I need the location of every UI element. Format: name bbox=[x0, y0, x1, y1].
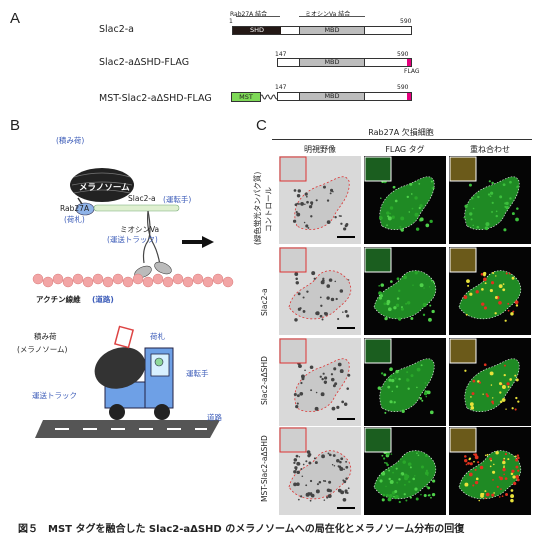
row-label-slac2a: Slac2-a bbox=[260, 288, 269, 316]
panel-c-letter: C bbox=[256, 117, 267, 134]
column-brightfield: 明視野像 bbox=[304, 145, 336, 154]
micrograph-brightfield-row3 bbox=[279, 338, 361, 426]
panel-c-header: Rab27A 欠損細胞 bbox=[368, 128, 434, 137]
label-melanosome: メラノソーム bbox=[79, 183, 130, 193]
label-rab27a: Rab27A bbox=[60, 204, 90, 213]
driver-icon bbox=[154, 357, 164, 367]
bracket-rab27a bbox=[236, 16, 280, 17]
mst-label: MST bbox=[239, 93, 253, 101]
micrograph-flag-row3 bbox=[364, 338, 446, 426]
header-rule bbox=[272, 139, 532, 140]
row-label-mst-slac2a-dshd-flag: MST-Slac2-aΔSHD-FLAG bbox=[99, 93, 212, 104]
truck-label-driver: 運転手 bbox=[186, 369, 209, 378]
figure-caption: 図５ MST タグを融合した Slac2-aΔSHD のメラノソームへの局在化と… bbox=[18, 524, 465, 535]
label-track: (運送トラック) bbox=[107, 235, 158, 244]
transport-model-diagram bbox=[32, 168, 234, 288]
label-actin: アクチン線維 bbox=[36, 295, 81, 304]
end-590-row3: 590 bbox=[397, 84, 409, 91]
micrograph-merge-row3 bbox=[449, 338, 531, 426]
flag-tag bbox=[407, 59, 411, 66]
label-tag: (荷札) bbox=[64, 215, 85, 224]
slac2a-shape bbox=[93, 204, 180, 212]
tag-icon bbox=[113, 325, 135, 349]
micrograph-brightfield-row2 bbox=[279, 247, 361, 335]
mbd-domain: MBD bbox=[299, 59, 365, 66]
construct-bar-slac2a: SHD MBD bbox=[232, 26, 412, 35]
micrograph-merge-row4 bbox=[449, 427, 531, 515]
row-label-slac2a-dshd-flag: Slac2-aΔSHD-FLAG bbox=[99, 57, 190, 68]
domain-header-rab27a: Rab27A 結合 bbox=[230, 11, 268, 18]
micrograph-flag-row4 bbox=[364, 427, 446, 515]
column-flag: FLAG タグ bbox=[385, 145, 425, 154]
construct-bar-mst-dshd-flag: MBD bbox=[277, 92, 412, 101]
actin-filament bbox=[32, 273, 234, 288]
mbd-label: MBD bbox=[324, 26, 340, 34]
scale-start: 1 bbox=[229, 18, 233, 25]
flag-tag bbox=[407, 93, 411, 100]
wheel-icon bbox=[109, 404, 125, 420]
construct-bar-dshd-flag: MBD bbox=[277, 58, 412, 67]
bracket-myosin bbox=[299, 16, 365, 17]
linker-coil-icon bbox=[260, 94, 278, 100]
flag-label: FLAG bbox=[404, 68, 420, 75]
column-merge: 重ね合わせ bbox=[470, 145, 510, 154]
micrograph-brightfield-row4 bbox=[279, 427, 361, 515]
mbd-label: MBD bbox=[324, 58, 340, 66]
row-label-mst-slac2a-dshd: MST-Slac2-aΔSHD bbox=[260, 435, 269, 502]
scale-end: 590 bbox=[400, 18, 412, 25]
panel-a-letter: A bbox=[10, 10, 21, 27]
row-label-slac2a: Slac2-a bbox=[99, 24, 135, 35]
micrograph-merge-row2 bbox=[449, 247, 531, 335]
melanosome-shape bbox=[70, 168, 134, 202]
micrograph-flag-row2 bbox=[364, 247, 446, 335]
label-road: (道路) bbox=[92, 295, 114, 304]
label-driver: (運転手) bbox=[163, 195, 192, 204]
truck-label-cargo: 積み荷 bbox=[34, 332, 57, 341]
mbd-domain: MBD bbox=[299, 93, 365, 100]
truck-label-track: 運送トラック bbox=[32, 391, 77, 400]
label-cargo: (積み荷) bbox=[56, 136, 85, 145]
wheel-icon bbox=[154, 404, 170, 420]
panel-b-letter: B bbox=[10, 117, 21, 134]
truck-label-cargo2: (メラノソーム) bbox=[17, 345, 68, 354]
cargo-melanosome bbox=[94, 347, 146, 389]
label-slac2a: Slac2-a bbox=[128, 194, 156, 203]
end-590-row2: 590 bbox=[397, 51, 409, 58]
micrograph-merge-row1 bbox=[449, 156, 531, 244]
truck-label-tag: 荷札 bbox=[150, 332, 165, 341]
truck-analogy-illustration bbox=[35, 325, 220, 438]
arrow-right-icon bbox=[202, 236, 214, 248]
truck-label-road: 道路 bbox=[207, 413, 222, 422]
row-label-slac2a-dshd: Slac2-aΔSHD bbox=[260, 356, 269, 405]
row-label-control-2: コントロール bbox=[264, 187, 273, 232]
micrograph-brightfield-row1 bbox=[279, 156, 361, 244]
micrograph-flag-row1 bbox=[364, 156, 446, 244]
mst-domain: MST bbox=[231, 92, 261, 102]
shd-label: SHD bbox=[249, 26, 265, 34]
row-label-control-1: (緑色蛍光タンパク質) bbox=[253, 171, 262, 245]
shd-domain: SHD bbox=[233, 27, 281, 34]
road-shape bbox=[35, 420, 220, 438]
mbd-label: MBD bbox=[324, 92, 340, 100]
label-myosin: ミオシンVa bbox=[120, 225, 160, 234]
start-147-row3: 147 bbox=[275, 84, 287, 91]
domain-header-myosin: ミオシンVa 結合 bbox=[305, 11, 351, 18]
mbd-domain: MBD bbox=[299, 27, 365, 34]
start-147-row2: 147 bbox=[275, 51, 287, 58]
